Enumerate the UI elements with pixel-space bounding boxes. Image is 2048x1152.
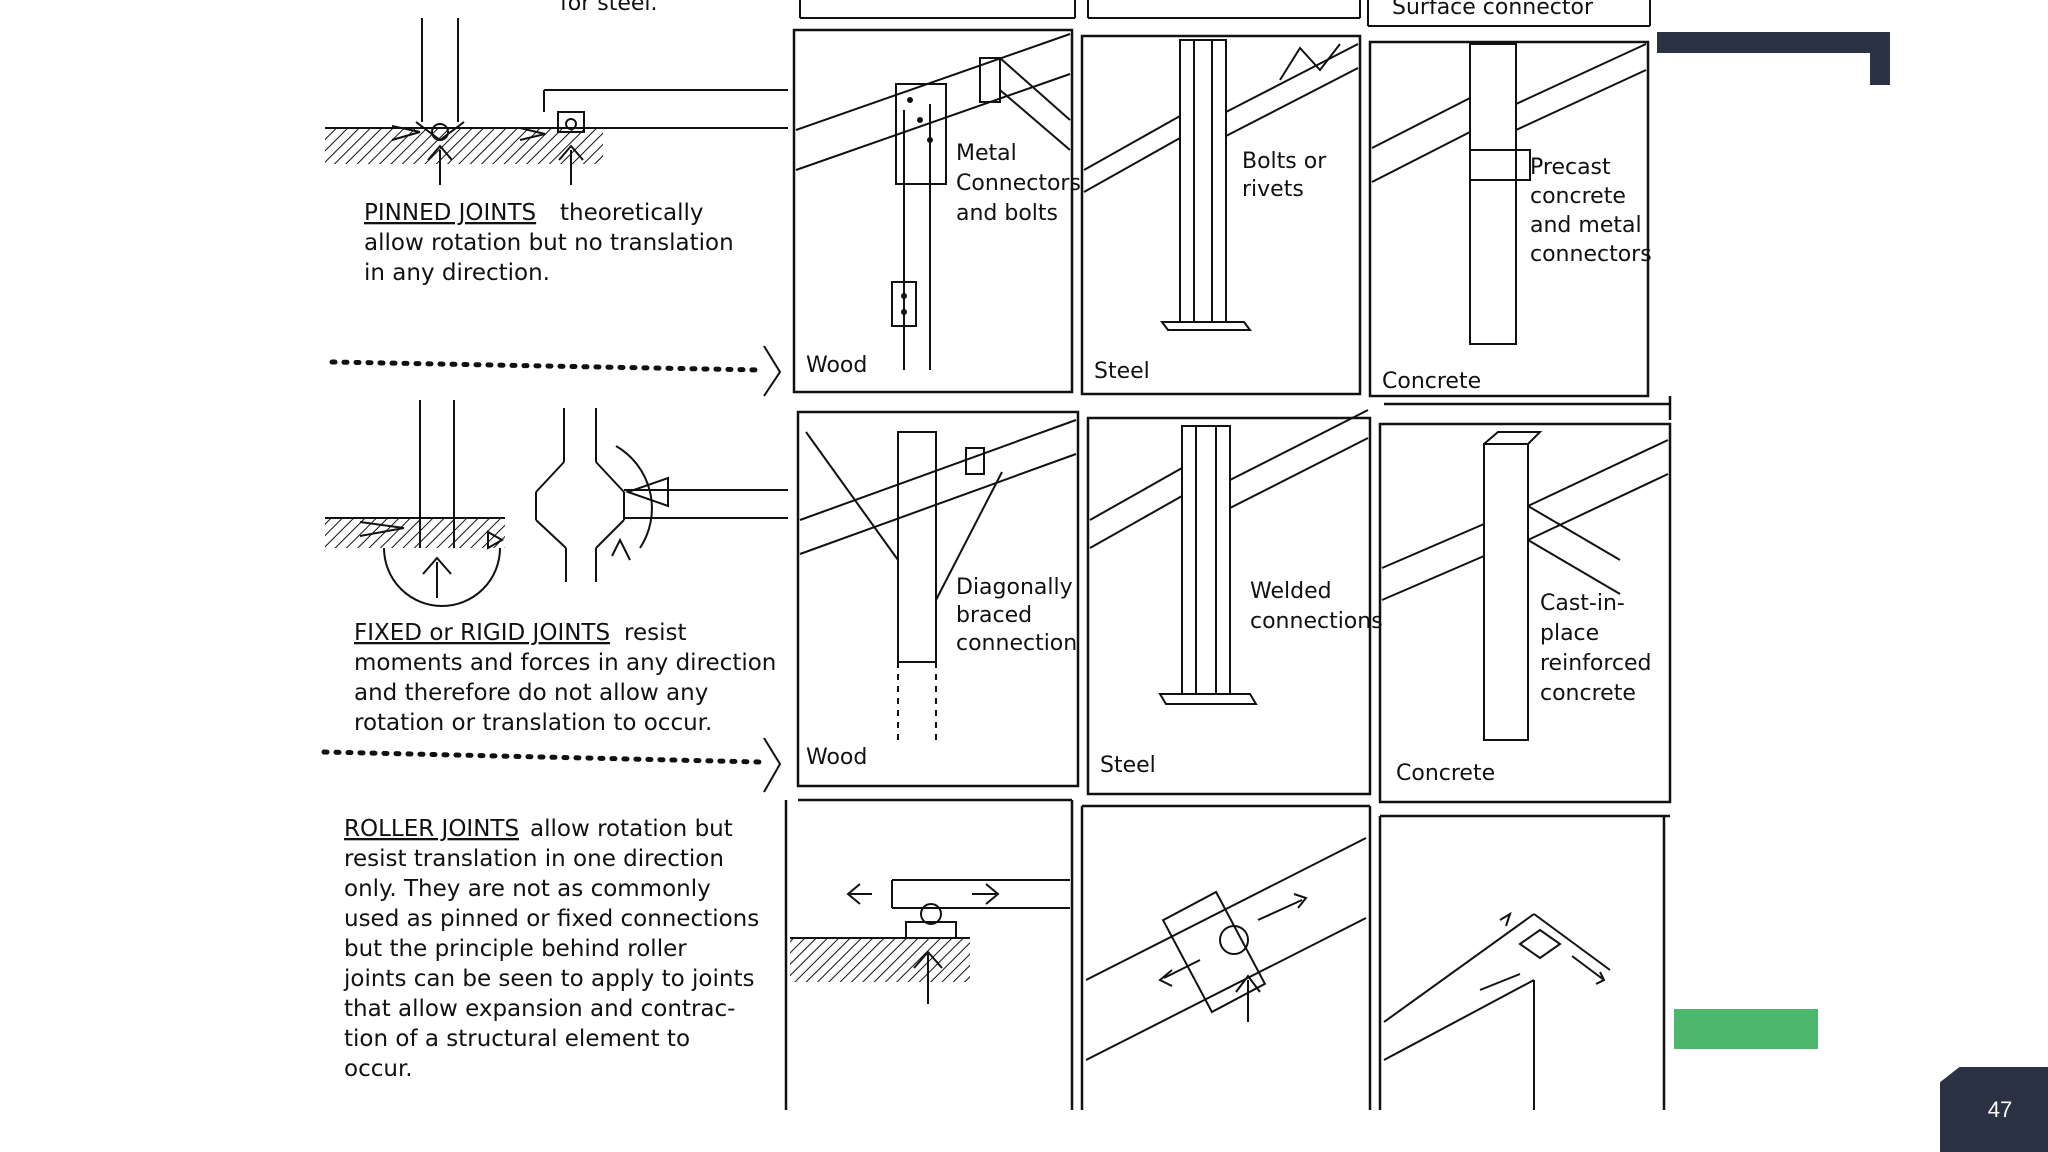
steel-welded-drawing: [1089, 409, 1369, 705]
accent-bar-green: [1674, 1009, 1818, 1049]
panel-label-precast-4: connectors: [1530, 242, 1652, 267]
fixed-joints-note: FIXED or RIGID JOINTS resist moments and…: [354, 620, 776, 736]
accent-bar-dark: [1657, 32, 1889, 53]
fixed-joints-title: FIXED or RIGID JOINTS: [354, 620, 610, 646]
pinned-joints-note: PINNED JOINTS theoretically allow rotati…: [364, 200, 734, 286]
page-number: 47: [1987, 1096, 2013, 1122]
panel-material-concrete-1: Concrete: [1382, 369, 1481, 394]
roller-support-drawing: [790, 879, 1070, 1004]
pinned-joints-title: PINNED JOINTS: [364, 200, 536, 226]
pinned-joints-line-1: theoretically: [560, 200, 703, 226]
panel-label-diagonal-2: braced: [956, 603, 1032, 628]
roller-joints-line-1: allow rotation but: [530, 816, 733, 842]
pinned-joint-sketch: [325, 18, 788, 185]
accent-tab-dark: [1870, 32, 1890, 85]
roller-joints-line-2: resist translation in one direction: [344, 846, 724, 872]
panel-label-cast-1: Cast-in-: [1540, 591, 1625, 616]
panel-material-steel-2: Steel: [1100, 753, 1156, 778]
precast-concrete-drawing: [1371, 43, 1647, 345]
panel-material-wood-2: Wood: [806, 745, 867, 770]
roller-joints-line-7: that allow expansion and contrac-: [344, 996, 735, 1022]
roller-joints-title: ROLLER JOINTS: [344, 816, 519, 842]
panel-material-concrete-2: Concrete: [1396, 761, 1495, 786]
top-partial-right-text: Surface connector: [1392, 0, 1594, 20]
panel-label-bolts-2: rivets: [1242, 177, 1304, 202]
roller-slotted-drawing: [1085, 837, 1367, 1061]
panel-label-welded-2: connections: [1250, 609, 1383, 634]
pinned-joints-line-2: allow rotation but no translation: [364, 230, 734, 256]
wood-braced-drawing: [799, 419, 1077, 740]
cast-in-place-drawing: [1381, 431, 1669, 741]
wood-metal-connector-drawing: [795, 33, 1071, 370]
panel-label-cast-2: place: [1540, 621, 1599, 646]
fixed-joints-line-4: rotation or translation to occur.: [354, 710, 712, 736]
roller-joints-line-4: used as pinned or fixed connections: [344, 906, 759, 932]
panel-label-metal-connectors-1: Metal: [956, 141, 1017, 166]
panel-label-precast-3: and metal: [1530, 213, 1642, 238]
roller-joints-line-5: but the principle behind roller: [344, 936, 687, 962]
panel-label-cast-3: reinforced: [1540, 651, 1652, 676]
panel-label-diagonal-3: connection: [956, 631, 1077, 656]
fixed-joints-line-3: and therefore do not allow any: [354, 680, 708, 706]
roller-joints-line-6: joints can be seen to apply to joints: [343, 966, 754, 992]
panel-material-steel-1: Steel: [1094, 359, 1150, 384]
dotted-divider: [321, 737, 782, 793]
roller-joints-line-9: occur.: [344, 1056, 413, 1082]
steel-bolted-drawing: [1083, 39, 1359, 331]
panel-label-diagonal-1: Diagonally: [956, 575, 1073, 600]
panel-label-bolts-1: Bolts or: [1242, 149, 1327, 174]
panel-frames: [784, 28, 1672, 1110]
panel-label-welded-1: Welded: [1250, 579, 1332, 604]
roller-expansion-drawing: [1383, 911, 1611, 1110]
fixed-joints-line-2: moments and forces in any direction: [354, 650, 776, 676]
panel-label-metal-connectors-3: and bolts: [956, 201, 1058, 226]
panel-label-metal-connectors-2: Connectors: [956, 171, 1081, 196]
fixed-joint-sketch: [325, 400, 788, 607]
roller-joints-note: ROLLER JOINTS allow rotation but resist …: [343, 816, 759, 1082]
pinned-joints-line-3: in any direction.: [364, 260, 550, 286]
dotted-divider: [329, 345, 782, 397]
panel-label-precast-1: Precast: [1530, 155, 1611, 180]
fixed-joints-line-1: resist: [624, 620, 686, 646]
top-partial-row: [799, 0, 1651, 27]
page-number-badge: 47: [1940, 1067, 2048, 1152]
panel-label-cast-4: concrete: [1540, 681, 1636, 706]
panel-material-wood-1: Wood: [806, 353, 867, 378]
roller-joints-line-8: tion of a structural element to: [344, 1026, 690, 1052]
panel-label-precast-2: concrete: [1530, 184, 1626, 209]
top-partial-left-text: for steel.: [560, 0, 658, 16]
roller-joints-line-3: only. They are not as commonly: [344, 876, 711, 902]
